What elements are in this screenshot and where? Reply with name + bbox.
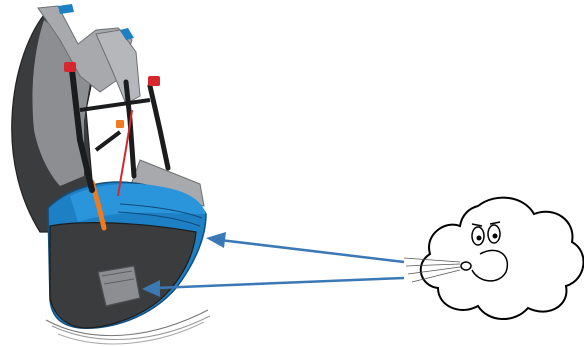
paraglider-harness-icon [11, 4, 211, 345]
arrow-upper [206, 232, 405, 264]
arrow-lower [142, 276, 405, 297]
blowing-cloud-icon [403, 196, 584, 321]
